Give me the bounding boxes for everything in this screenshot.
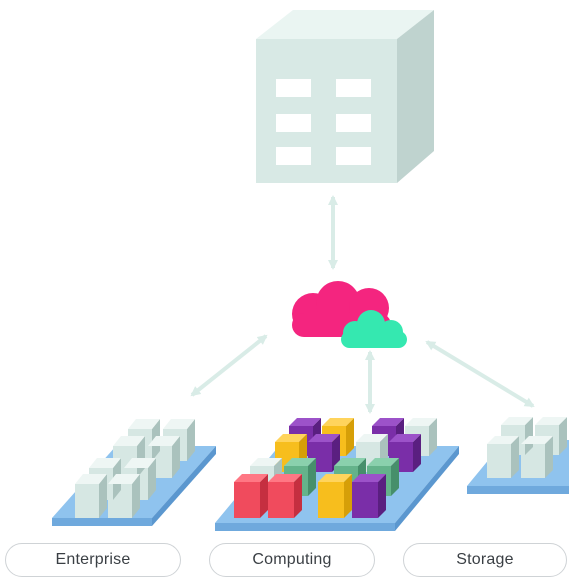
cloud-enterprise-arrow <box>190 334 268 397</box>
building-icon <box>256 10 434 183</box>
architecture-diagram <box>52 10 569 531</box>
storage-server-cluster-icon <box>467 417 569 494</box>
enterprise-label: Enterprise <box>5 543 181 577</box>
cloud-storage-arrow <box>425 340 535 408</box>
compute-server-cluster-icon <box>215 418 459 531</box>
enterprise-server-cluster-icon <box>52 419 216 526</box>
computing-label: Computing <box>209 543 375 577</box>
storage-label: Storage <box>403 543 567 577</box>
cloud-icon <box>292 281 407 348</box>
